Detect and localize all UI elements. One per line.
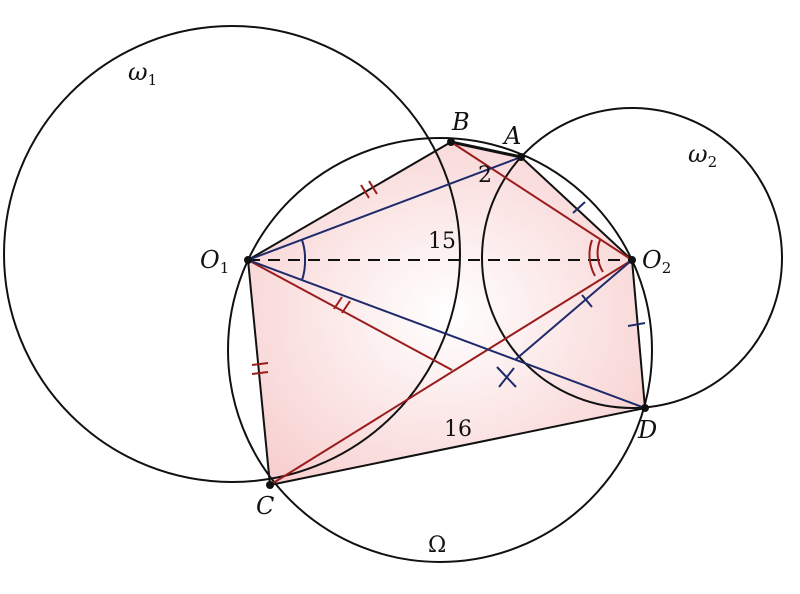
angle-arc-O1-lower xyxy=(301,259,307,281)
point-D xyxy=(641,404,649,412)
point-A xyxy=(517,153,525,161)
tick-marks-red-double xyxy=(251,180,378,375)
point-O1 xyxy=(244,256,252,264)
point-C xyxy=(266,481,274,489)
points xyxy=(244,138,649,489)
segment-O1B xyxy=(247,141,452,261)
circle-omega2 xyxy=(481,107,783,409)
tick-marks-blue-single xyxy=(496,201,646,388)
segment-BO2-red xyxy=(450,141,633,261)
label-omega2: ω2 xyxy=(688,140,717,171)
segment-CO2-red xyxy=(269,259,633,486)
segment-O1D-blue xyxy=(247,259,646,409)
shaded-quad-O1-B-A-D-C xyxy=(248,142,645,485)
angle-arc-O1-upper xyxy=(301,239,307,261)
label-O1: O1 xyxy=(200,246,229,277)
segment-DC xyxy=(269,407,646,486)
segment-O2-mid-blue xyxy=(514,259,633,361)
label-B: B xyxy=(451,108,470,136)
label-C: C xyxy=(256,492,274,520)
label-omega1: ω1 xyxy=(128,58,157,89)
label-D: D xyxy=(637,416,657,444)
label-Omega: Ω xyxy=(428,533,446,558)
label-A: A xyxy=(502,122,521,150)
length-CD: 16 xyxy=(444,417,472,442)
segment-O2D xyxy=(631,259,646,409)
label-O2: O2 xyxy=(642,246,671,277)
length-AB: 2 xyxy=(478,163,492,188)
circle-Omega xyxy=(227,137,653,563)
point-O2 xyxy=(628,256,636,264)
segment-O1A-blue xyxy=(247,156,522,261)
point-B xyxy=(447,138,455,146)
angle-arc-O2-2 xyxy=(596,239,604,273)
segment-BA xyxy=(450,140,522,159)
segment-O1-mid-red xyxy=(247,259,453,371)
length-O1O2: 15 xyxy=(428,229,456,254)
circle-omega1 xyxy=(3,25,461,483)
angle-arc-O2-1 xyxy=(588,239,596,277)
